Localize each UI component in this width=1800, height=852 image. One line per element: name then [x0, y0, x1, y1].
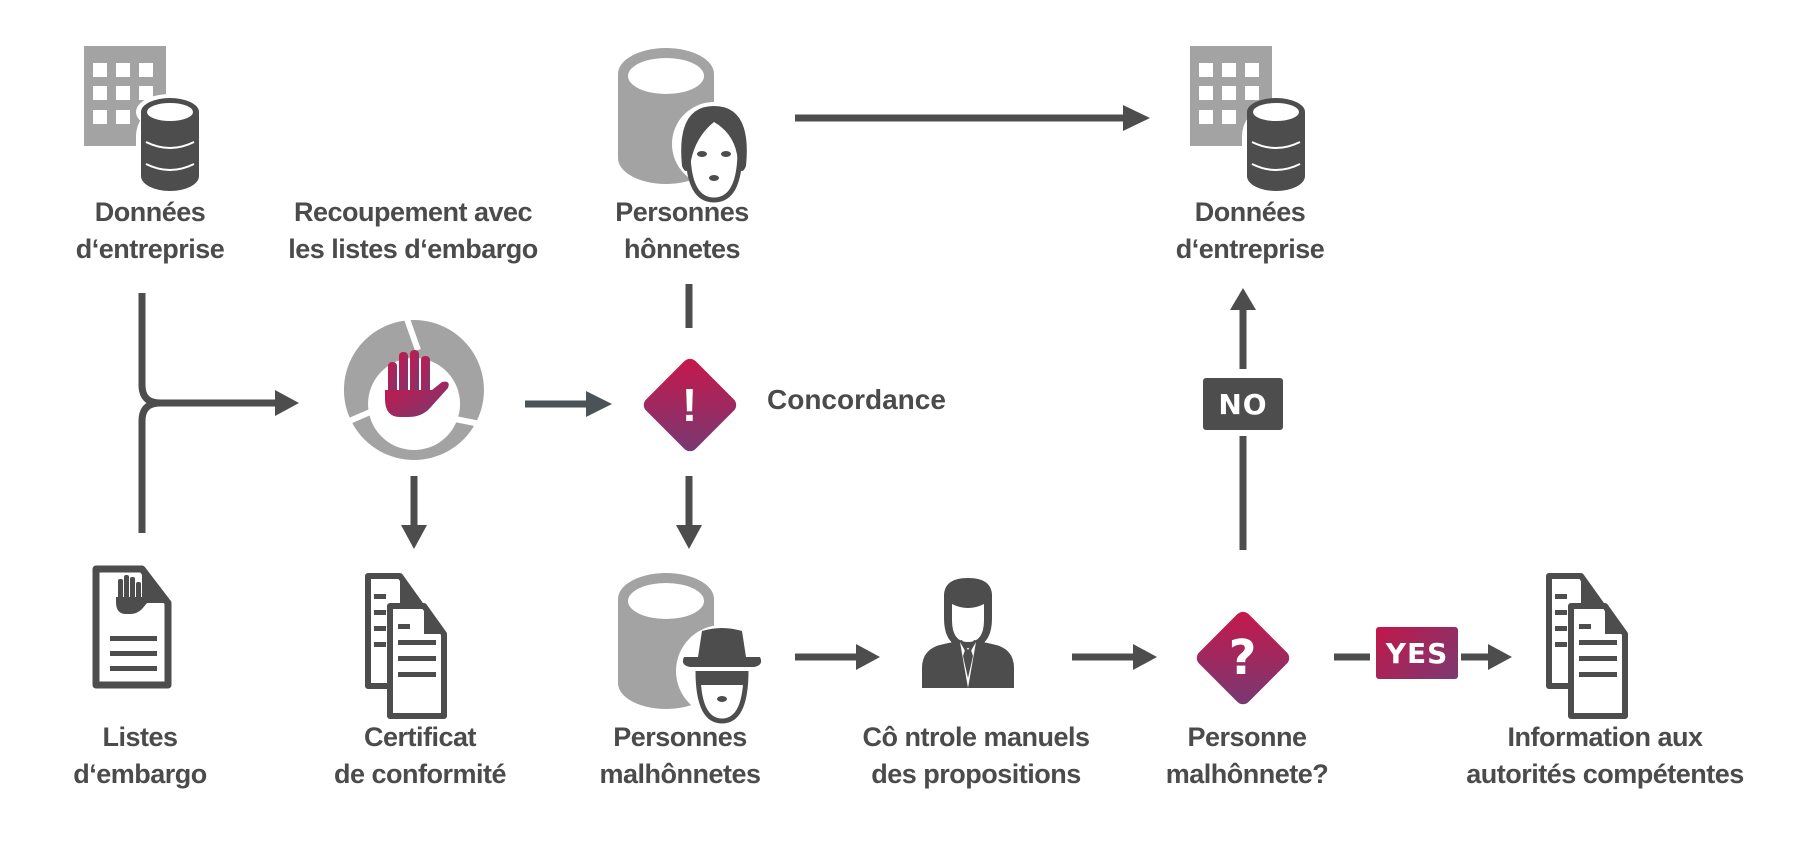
arrowhead-down: [676, 525, 702, 549]
database-spy-icon: [618, 573, 768, 724]
label-line: Personnes: [613, 722, 747, 752]
documents-icon: [365, 573, 447, 719]
label-line: les listes d‘embargo: [288, 234, 538, 264]
label-line: Recoupement avec: [293, 197, 533, 227]
label-line: d‘entreprise: [75, 234, 225, 264]
arrowhead-right: [586, 391, 612, 417]
label-line: Données: [1194, 197, 1306, 227]
stop-hand-icon: [385, 350, 449, 417]
connector-company-data-down: [138, 293, 161, 407]
label-line: Personnes: [615, 197, 749, 227]
alert-diamond-icon: [643, 358, 737, 452]
arrowhead-right: [1123, 105, 1150, 131]
building-database-icon: [1190, 46, 1310, 194]
label-line: des propositions: [871, 759, 1081, 789]
label-line: d‘entreprise: [1175, 234, 1325, 264]
cycle-arrows-icon: [338, 303, 486, 460]
label-line: Information aux: [1507, 722, 1703, 752]
label-authorities: Information aux autorités compétentes: [1466, 719, 1744, 793]
label-line: de conformité: [333, 759, 507, 789]
no-badge: NO: [1203, 378, 1283, 430]
yes-badge: YES: [1376, 627, 1458, 679]
label-line: malhônnetes: [599, 759, 761, 789]
label-line: d‘embargo: [73, 759, 207, 789]
label-line: Données: [94, 197, 206, 227]
label-line: autorités compétentes: [1466, 759, 1744, 789]
alert-symbol: !: [681, 379, 699, 431]
label-embargo-lists: Listes d‘embargo: [73, 719, 207, 793]
label-line: Cô ntrole manuels: [862, 722, 1090, 752]
label-line: hônnetes: [623, 234, 741, 264]
concordance-label: Concordance: [767, 384, 946, 415]
label-dishonest-question: Personne malhônnete?: [1166, 719, 1329, 793]
documents-icon: [1546, 573, 1628, 719]
connector-embargo-up: [138, 399, 161, 533]
label-cross-check: Recoupement avec les listes d‘embargo: [288, 194, 538, 268]
question-diamond-icon: [1196, 611, 1290, 705]
label-line: malhônnete?: [1165, 759, 1329, 789]
label-line: Personne: [1187, 722, 1307, 752]
label-company-data-top: Données d‘entreprise: [76, 194, 225, 268]
question-symbol: ?: [1228, 630, 1258, 686]
arrowhead-right: [275, 390, 299, 416]
arrowhead-right: [1488, 644, 1512, 670]
businessman-icon: [922, 578, 1014, 688]
label-manual-check: Cô ntrole manuels des propositions: [862, 719, 1090, 793]
label-certificate: Certificat de conformité: [333, 719, 507, 793]
label-dishonest-people: Personnes malhônnetes: [599, 719, 761, 793]
label-company-data-right: Données d‘entreprise: [1176, 194, 1325, 268]
arrowhead-right: [856, 644, 880, 670]
arrowhead-down: [401, 525, 427, 549]
label-line: Listes: [102, 722, 178, 752]
database-woman-icon: [618, 48, 756, 203]
arrowhead-up: [1230, 288, 1256, 310]
label-honest-people: Personnes hônnetes: [615, 194, 749, 268]
label-line: Certificat: [363, 722, 477, 752]
arrowhead-right: [1133, 644, 1157, 670]
building-database-icon: [84, 46, 204, 194]
document-stop-hand-icon: [92, 565, 172, 689]
